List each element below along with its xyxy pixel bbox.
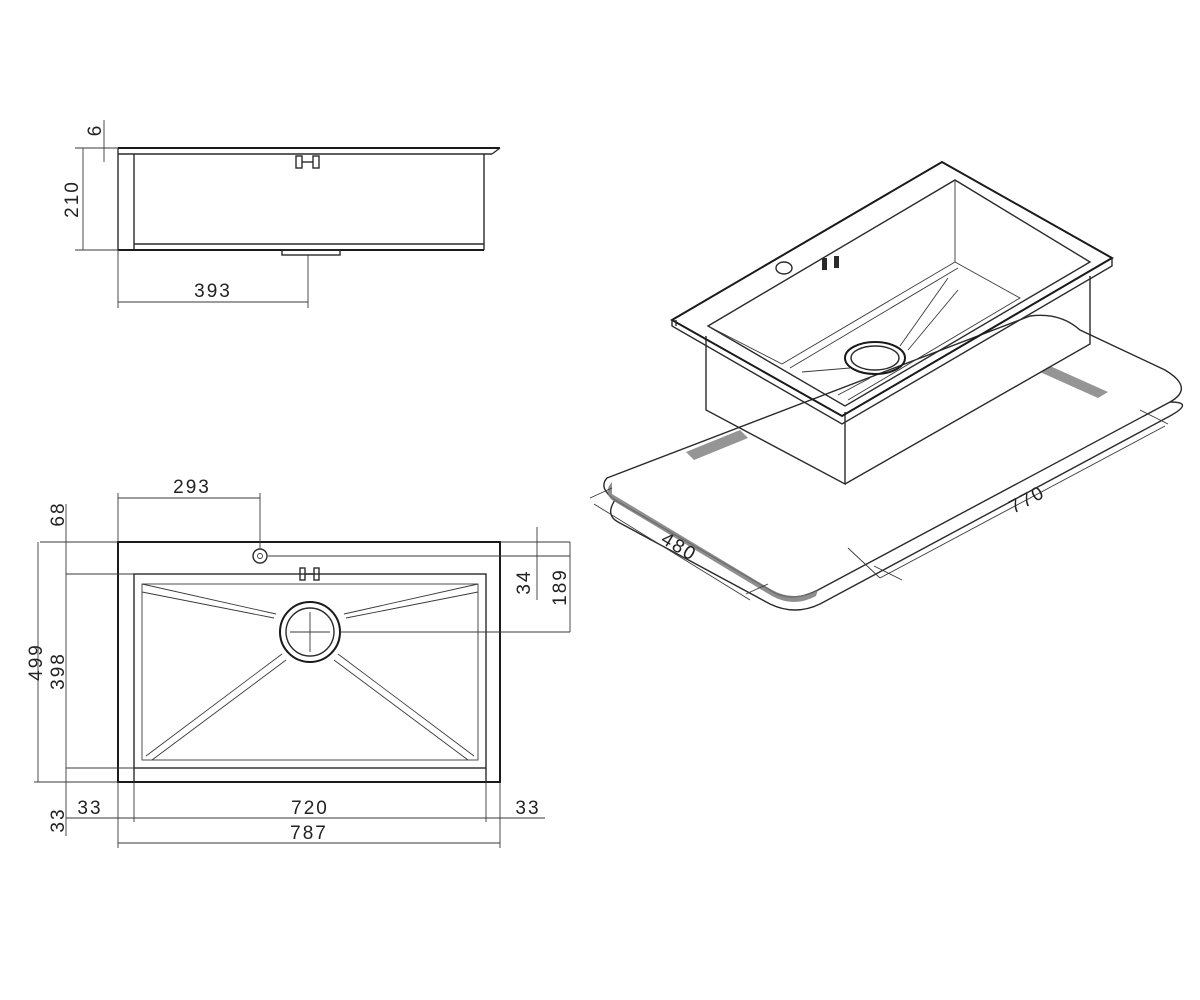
dim-rim-bottom: 33 (48, 768, 69, 836)
dim-bowl-depth: 398 (48, 573, 134, 769)
dim-label-rim-thickness: 6 (85, 124, 106, 137)
dim-label-cutout-depth: 480 (657, 529, 700, 566)
top-view: 293 68 34 189 499 (26, 477, 571, 848)
iso-tap-hole-icon (775, 261, 793, 275)
dim-tap-hole-offset: 293 (117, 477, 261, 548)
tap-hole-icon (252, 548, 268, 564)
side-view: 6 210 393 (62, 120, 501, 308)
top-view-sink-outline (117, 541, 501, 783)
dim-label-rim-right: 33 (515, 798, 540, 819)
iso-drain (844, 341, 906, 375)
iso-overflow-icon (822, 256, 839, 270)
dim-side-depth: 210 (62, 148, 118, 251)
dim-label-bowl-width: 720 (291, 798, 329, 819)
iso-sink-body (669, 160, 1115, 486)
dim-cutout-depth: 480 (589, 487, 769, 601)
dim-rim-thickness: 6 (75, 120, 118, 162)
dim-bowl-width: 720 (134, 782, 487, 822)
dim-overall-width: 787 (118, 782, 501, 848)
top-view-drain (279, 601, 341, 663)
dim-overall-depth: 499 (26, 542, 118, 783)
dim-cutout-width: 770 (847, 409, 1169, 581)
dim-label-tap-hole-offset: 293 (173, 477, 211, 498)
dim-label-overall-depth: 499 (26, 643, 47, 681)
iso-worktop (603, 314, 1184, 611)
dim-label-bowl-depth: 398 (48, 652, 69, 690)
top-view-overflow-icon (299, 567, 320, 581)
dim-label-rim-left: 33 (77, 798, 102, 819)
iso-view: 480 770 (589, 160, 1184, 611)
dim-label-drain-offset: 393 (194, 281, 232, 302)
dim-rim-right: 33 (486, 798, 545, 819)
dim-label-drain-to-edge: 189 (550, 568, 571, 606)
dim-rim-top: 68 (40, 501, 118, 574)
dim-drain-to-edge: 189 (340, 542, 571, 633)
dim-label-cutout-width: 770 (1006, 482, 1049, 518)
dim-label-rim-bottom: 33 (48, 807, 69, 832)
side-view-sink-profile (117, 147, 501, 256)
side-view-overflow-icon (295, 155, 320, 169)
dim-rim-left: 33 (66, 782, 135, 848)
dim-drain-offset: 393 (117, 250, 309, 308)
dim-label-rim-top: 68 (48, 501, 69, 526)
dim-tap-to-edge: 34 (268, 527, 570, 600)
dim-label-tap-to-edge: 34 (514, 569, 535, 594)
dim-label-overall-width: 787 (290, 823, 328, 844)
dim-label-side-depth: 210 (62, 180, 83, 218)
